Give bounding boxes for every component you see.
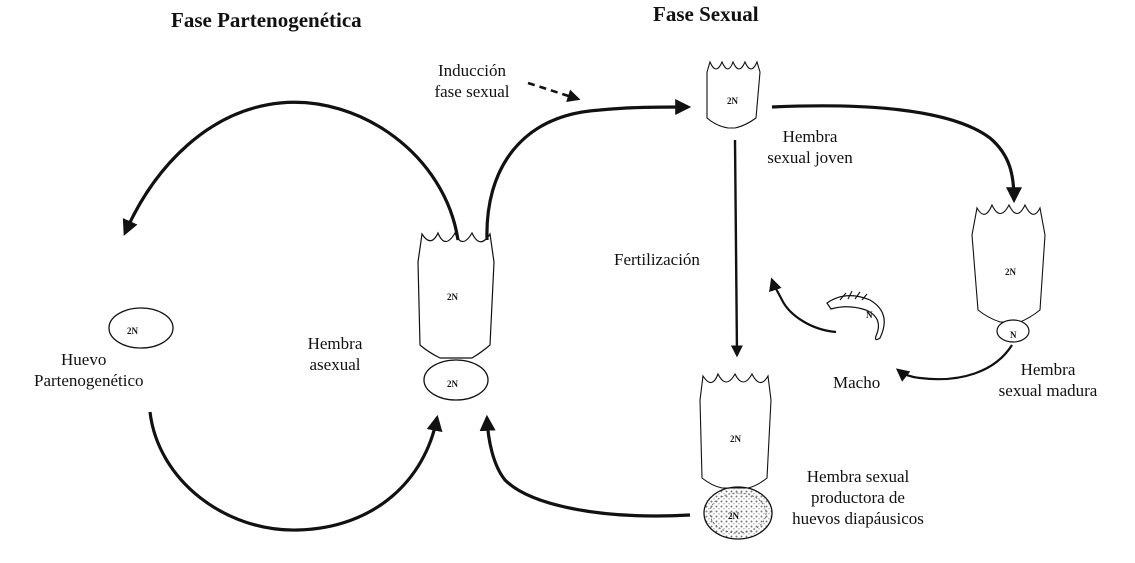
label-young-female-line2: sexual joven xyxy=(752,147,868,168)
heading-sexual-phase: Fase Sexual xyxy=(653,4,759,25)
label-resting-egg-female: Hembra sexual productora de huevos diapá… xyxy=(780,466,936,529)
ploidy-asexual-body: 2N xyxy=(447,287,458,308)
label-asexual-female-line2: asexual xyxy=(300,354,370,375)
label-induction-line1: Inducción xyxy=(416,60,528,81)
arrow-male-to-fertilization xyxy=(772,280,836,332)
label-induction-line2: fase sexual xyxy=(416,81,528,102)
label-resting-female-line1: Hembra sexual xyxy=(780,466,936,487)
arrow-induction-dashed xyxy=(528,83,578,99)
label-mature-female-line2: sexual madura xyxy=(986,380,1110,401)
ploidy-mature-egg: N xyxy=(1010,325,1017,346)
label-induction: Inducción fase sexual xyxy=(416,60,528,102)
label-asexual-female-line1: Hembra xyxy=(300,333,370,354)
label-resting-female-line3: huevos diapáusicos xyxy=(780,508,936,529)
label-mature-female-line1: Hembra xyxy=(986,359,1110,380)
ploidy-resting-egg: 2N xyxy=(728,506,739,527)
ploidy-resting-body: 2N xyxy=(730,429,741,450)
label-fertilization: Fertilización xyxy=(614,249,700,270)
ploidy-asexual-egg: 2N xyxy=(447,374,458,395)
arrow-resting-to-asexual xyxy=(487,418,690,516)
label-male: Macho xyxy=(833,372,880,393)
label-egg-line1: Huevo xyxy=(53,349,144,370)
label-parthenogenetic-egg: Huevo Partenogenético xyxy=(53,349,144,391)
arrow-egg-to-asexual xyxy=(150,412,437,530)
arrow-asexual-to-egg xyxy=(125,102,458,240)
parthenogenetic-egg xyxy=(109,308,173,348)
arrow-asexual-to-young-sexual xyxy=(487,107,688,240)
arrow-young-to-resting xyxy=(735,140,737,355)
ploidy-mature-body: 2N xyxy=(1005,262,1016,283)
heading-parthenogenetic-phase: Fase Partenogenética xyxy=(171,10,362,31)
label-egg-line2: Partenogenético xyxy=(34,370,144,391)
label-asexual-female: Hembra asexual xyxy=(300,333,370,375)
label-resting-female-line2: productora de xyxy=(780,487,936,508)
ploidy-male: N xyxy=(866,305,873,326)
ploidy-young-female: 2N xyxy=(727,91,738,112)
label-young-female-line1: Hembra xyxy=(752,126,868,147)
label-mature-sexual-female: Hembra sexual madura xyxy=(986,359,1110,401)
ploidy-egg: 2N xyxy=(127,321,138,342)
label-young-sexual-female: Hembra sexual joven xyxy=(752,126,868,168)
